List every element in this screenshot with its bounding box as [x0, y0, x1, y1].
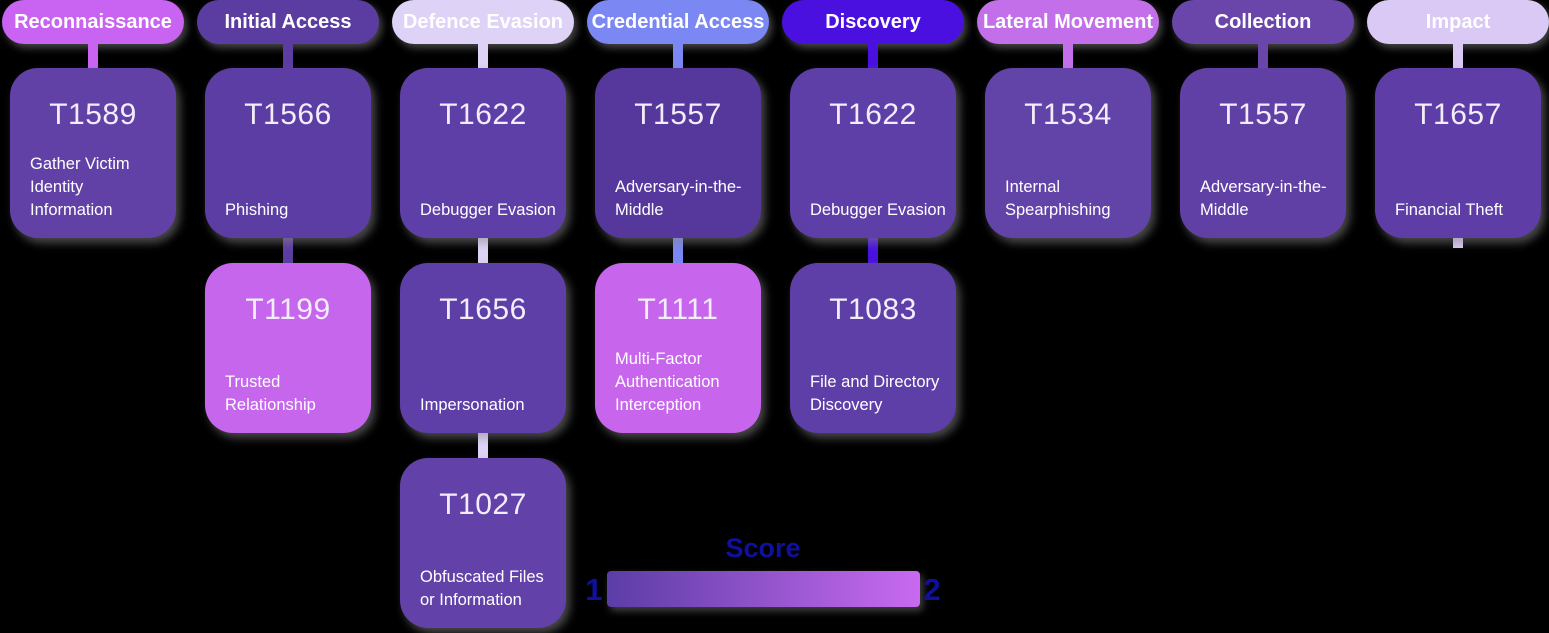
technique-id: T1111	[637, 293, 719, 326]
tactic-pill-collection[interactable]: Collection	[1172, 0, 1354, 44]
score-legend: Score 1 2	[585, 533, 941, 607]
technique-id: T1027	[439, 488, 527, 521]
technique-label: File and Directory Discovery	[810, 372, 940, 414]
connector	[478, 433, 488, 458]
tactic-pill-initial-access[interactable]: Initial Access	[197, 0, 379, 44]
technique-id: T1622	[439, 98, 527, 131]
technique-label: Internal Spearphishing	[1005, 177, 1111, 219]
technique-id: T1656	[439, 293, 527, 326]
tactic-pill-lateral-movement[interactable]: Lateral Movement	[977, 0, 1159, 44]
technique-id: T1534	[1024, 98, 1112, 131]
technique-id: T1557	[1219, 98, 1307, 131]
technique-label: Debugger Evasion	[810, 200, 946, 219]
technique-label: Debugger Evasion	[420, 200, 556, 219]
connector	[673, 238, 683, 263]
technique-label: Obfuscated Files or Information	[420, 567, 544, 609]
connector	[283, 44, 293, 68]
connector	[1063, 44, 1073, 68]
connector	[868, 44, 878, 68]
tactic-pill-impact[interactable]: Impact	[1367, 0, 1549, 44]
technique-label: Adversary-in-the-Middle	[615, 177, 742, 219]
technique-id: T1657	[1414, 98, 1502, 131]
technique-label: Adversary-in-the-Middle	[1200, 177, 1327, 219]
connector	[673, 44, 683, 68]
tactic-pill-reconnaissance[interactable]: Reconnaissance	[2, 0, 184, 44]
technique-id: T1083	[829, 293, 917, 326]
connector	[283, 238, 293, 263]
tactic-pill-discovery[interactable]: Discovery	[782, 0, 964, 44]
technique-label: Financial Theft	[1395, 200, 1503, 219]
technique-label: Impersonation	[420, 395, 525, 414]
legend-row: 1 2	[585, 571, 941, 607]
connector	[1453, 44, 1463, 68]
tactic-pill-credential-access[interactable]: Credential Access	[587, 0, 769, 44]
technique-label: Multi-Factor Authentication Interception	[615, 349, 720, 414]
connector	[868, 238, 878, 263]
technique-label: Phishing	[225, 200, 289, 219]
technique-label: Gather Victim Identity Information	[30, 154, 130, 219]
tactic-pill-defence-evasion[interactable]: Defence Evasion	[392, 0, 574, 44]
legend-max-label: 2	[923, 571, 941, 607]
connector-stub	[1453, 238, 1463, 248]
connector	[478, 238, 488, 263]
technique-id: T1589	[49, 98, 137, 131]
connector	[88, 44, 98, 68]
legend-min-label: 1	[585, 571, 603, 607]
connector	[478, 44, 488, 68]
connector	[1258, 44, 1268, 68]
technique-id: T1622	[829, 98, 917, 131]
technique-id: T1199	[245, 293, 331, 326]
technique-id: T1566	[244, 98, 332, 131]
legend-title: Score	[725, 533, 801, 563]
technique-id: T1557	[634, 98, 722, 131]
technique-label: Trusted Relationship	[225, 372, 316, 414]
score-gradient-bar	[606, 571, 920, 607]
